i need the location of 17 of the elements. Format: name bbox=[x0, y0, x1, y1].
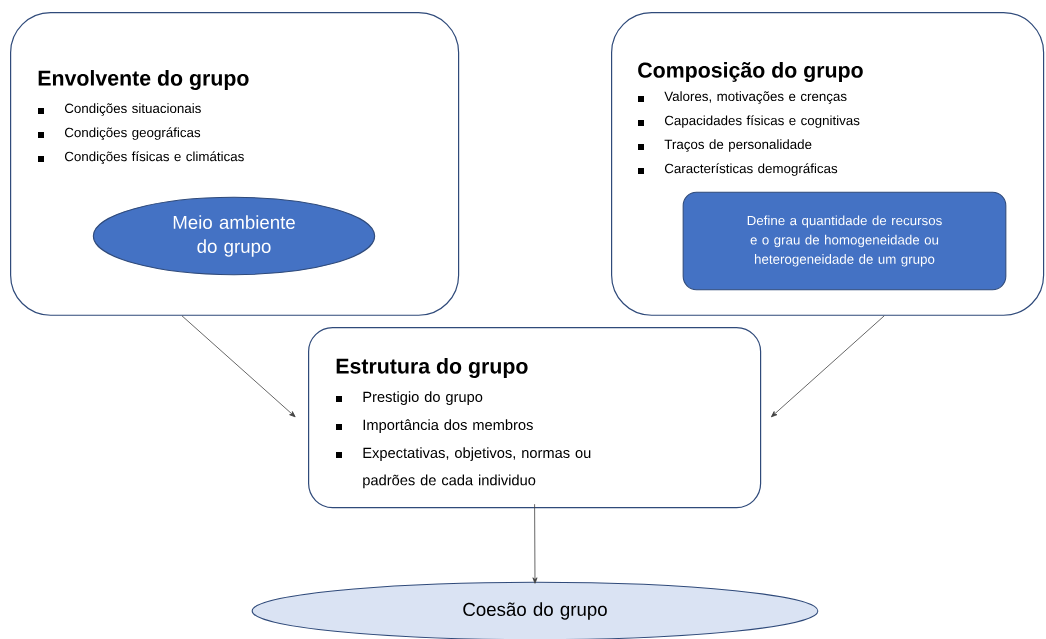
bullet-text: Expectativas, objetivos, normas ou padrões de cada individuo bbox=[363, 447, 591, 489]
bullet-text: Prestigio do grupo bbox=[363, 391, 483, 405]
bullet-text: Valores, motivações e crenças bbox=[664, 91, 847, 104]
bullet-text: Capacidades físicas e cognitivas bbox=[664, 115, 860, 128]
arrow bbox=[532, 503, 538, 584]
box-heading: Envolvente do grupo bbox=[38, 70, 249, 90]
bullet-text: Condições situacionais bbox=[64, 103, 201, 116]
bullet-text: Traços de personalidade bbox=[664, 139, 812, 152]
bullet-text: Condições físicas e climáticas bbox=[64, 151, 244, 164]
arrow bbox=[771, 315, 885, 418]
box-heading: Estrutura do grupo bbox=[336, 358, 528, 378]
bullet-text: Condições geográficas bbox=[64, 127, 201, 140]
bullet-text: Características demográficas bbox=[664, 163, 838, 176]
arrow bbox=[181, 315, 296, 418]
info-box: Define a quantidade de recursos e o grau de homogeneidade ou heterogeneidade de um grupo bbox=[682, 191, 1007, 291]
bullet-text: Importância dos membros bbox=[363, 419, 533, 433]
box-heading: Composição do grupo bbox=[638, 62, 863, 82]
